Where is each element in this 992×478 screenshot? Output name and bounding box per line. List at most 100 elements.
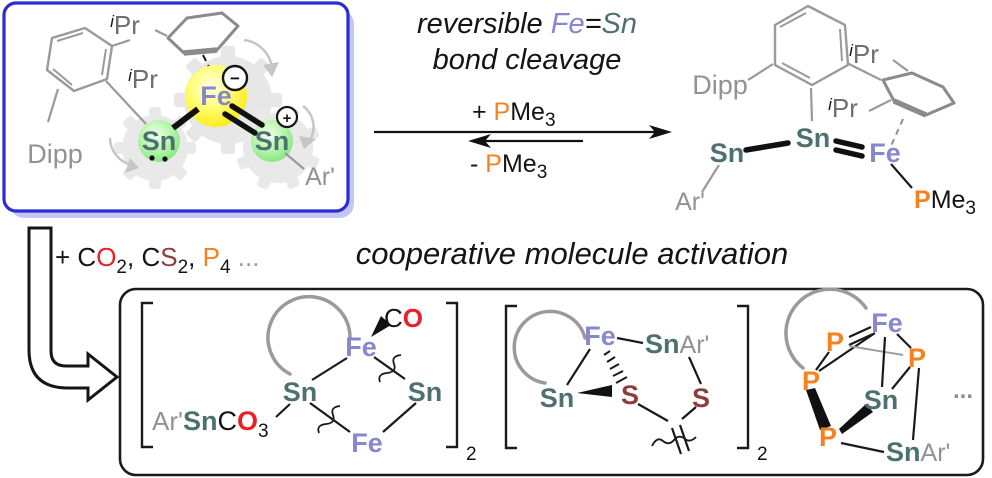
- bond-sn-fe: [171, 106, 200, 131]
- snar-label: SnAr': [645, 329, 709, 359]
- charge-minus-badge: [221, 64, 249, 92]
- fe-label: Fe: [869, 138, 901, 168]
- squiggle: [651, 435, 697, 447]
- bond: [880, 336, 887, 388]
- sn-label: Sn: [283, 377, 318, 407]
- sn-label: Sn: [540, 383, 575, 413]
- bond-ring-dipp: [747, 63, 774, 81]
- bond-ring-biphenyl: [846, 62, 882, 81]
- flanking-ring: [166, 11, 240, 56]
- wedge-bond: [577, 385, 612, 397]
- tether-arc: [266, 294, 352, 376]
- bond-ring-biphenyl: [111, 38, 131, 48]
- bond-sn-fe-double: [833, 138, 865, 159]
- bond: [891, 366, 911, 390]
- rotation-arrow-icon: [299, 104, 316, 149]
- ipr-label: iPr: [849, 39, 879, 69]
- sn-label: Sn: [864, 385, 899, 415]
- bent-arrow-icon: [27, 226, 120, 404]
- bond: [311, 357, 348, 381]
- headline-bond-cleavage: bond cleavage: [433, 44, 622, 76]
- reactant-box: Dipp iPr iPr Sn Fe Sn − + Ar': [2, 1, 354, 218]
- bond-sn-ar: [284, 152, 305, 170]
- bond-ipr-ring: [868, 99, 892, 112]
- pme3-label: PMe3: [914, 186, 976, 219]
- fe-label: Fe: [871, 308, 903, 338]
- bond: [373, 356, 406, 380]
- bond-fe-p: [890, 163, 913, 189]
- charge-plus-badge: [275, 105, 299, 129]
- adduct-cs2: Fe SnAr' Sn S S 2: [504, 304, 768, 465]
- bracket-right: [446, 301, 459, 449]
- ar-label: Ar': [675, 188, 705, 216]
- equilibrium-section: reversible Fe=Sn bond cleavage + PMe3 - …: [374, 8, 672, 183]
- benzene-ring: [45, 26, 114, 93]
- hashed-bond: [603, 350, 628, 384]
- bond: [911, 367, 921, 441]
- bond-ipr-ring: [892, 59, 909, 72]
- activation-headline: cooperative molecule activation: [356, 236, 789, 271]
- products-box-frame: [118, 287, 985, 477]
- lone-pair-dot: [162, 156, 168, 162]
- bond-ring-sn: [809, 87, 814, 122]
- reverse-reagent-label: - PMe3: [470, 150, 547, 183]
- bond: [616, 336, 644, 345]
- dipp-label: Dipp: [27, 139, 83, 169]
- charge-minus-label: −: [230, 69, 240, 88]
- ipr-label: iPr: [828, 93, 858, 123]
- bond: [637, 403, 669, 422]
- dimer-subscript: 2: [757, 444, 768, 465]
- green-highlight: [251, 120, 293, 162]
- p-label: P: [819, 422, 837, 452]
- co-label: CO: [384, 303, 423, 333]
- ellipsis-label: ...: [953, 377, 973, 404]
- squiggle: [378, 354, 402, 383]
- ipr-label: iPr: [110, 10, 140, 40]
- wedge-bond: [806, 388, 831, 430]
- bond-sn-sn: [743, 140, 791, 153]
- headline-reversible: reversible Fe=Sn: [417, 8, 637, 40]
- sn-label: Sn: [710, 138, 745, 168]
- bond: [896, 333, 912, 349]
- charge-plus-label: +: [283, 110, 292, 127]
- bond: [382, 402, 417, 433]
- dimer-subscript: 2: [466, 444, 477, 465]
- bond-ar-sn: [701, 164, 720, 193]
- rotation-arrow-icon: [108, 137, 139, 173]
- fe-label: Fe: [351, 428, 383, 458]
- arsnco3-label: Ar'SnCO3: [152, 406, 269, 442]
- benzene-ring: [773, 4, 850, 87]
- sn-label: Sn: [255, 126, 290, 156]
- dipp-label: Dipp: [692, 70, 748, 100]
- reagents-label: + CO2, CS2, P4 ...: [55, 242, 259, 278]
- bond: [566, 348, 591, 386]
- lone-pair-dot: [149, 155, 155, 161]
- ipr-label: iPr: [128, 64, 158, 94]
- squiggle: [317, 405, 341, 434]
- adduct-carbonate: Ar'SnCO3 Sn Fe CO Sn Fe 2: [140, 294, 477, 465]
- forward-reagent-label: + PMe3: [472, 98, 556, 131]
- bond-ipr-ring: [154, 29, 168, 37]
- bond: [840, 441, 885, 454]
- snar-label: SnAr': [886, 437, 950, 467]
- sn-label: Sn: [408, 377, 443, 407]
- bond: [275, 403, 291, 418]
- equilibrium-forward-arrow: [374, 125, 672, 139]
- bond: [681, 406, 697, 420]
- p-label: P: [826, 327, 844, 357]
- bond: [309, 402, 351, 433]
- wedge-bond: [371, 316, 391, 337]
- bond-fe-ring-dashed: [890, 118, 904, 147]
- fe-label: Fe: [584, 321, 616, 351]
- ar-label: Ar': [305, 163, 335, 191]
- product-structure: Dipp iPr iPr Sn Sn Fe Ar' PMe3: [675, 4, 976, 219]
- adduct-p4: Fe P P P Sn P SnAr' ...: [784, 287, 973, 467]
- p-label: P: [802, 366, 820, 396]
- bracket-left: [504, 304, 517, 450]
- s-label: S: [621, 380, 639, 410]
- tether-arc: [784, 287, 868, 370]
- sn-label: Sn: [142, 126, 177, 156]
- bond: [687, 356, 703, 385]
